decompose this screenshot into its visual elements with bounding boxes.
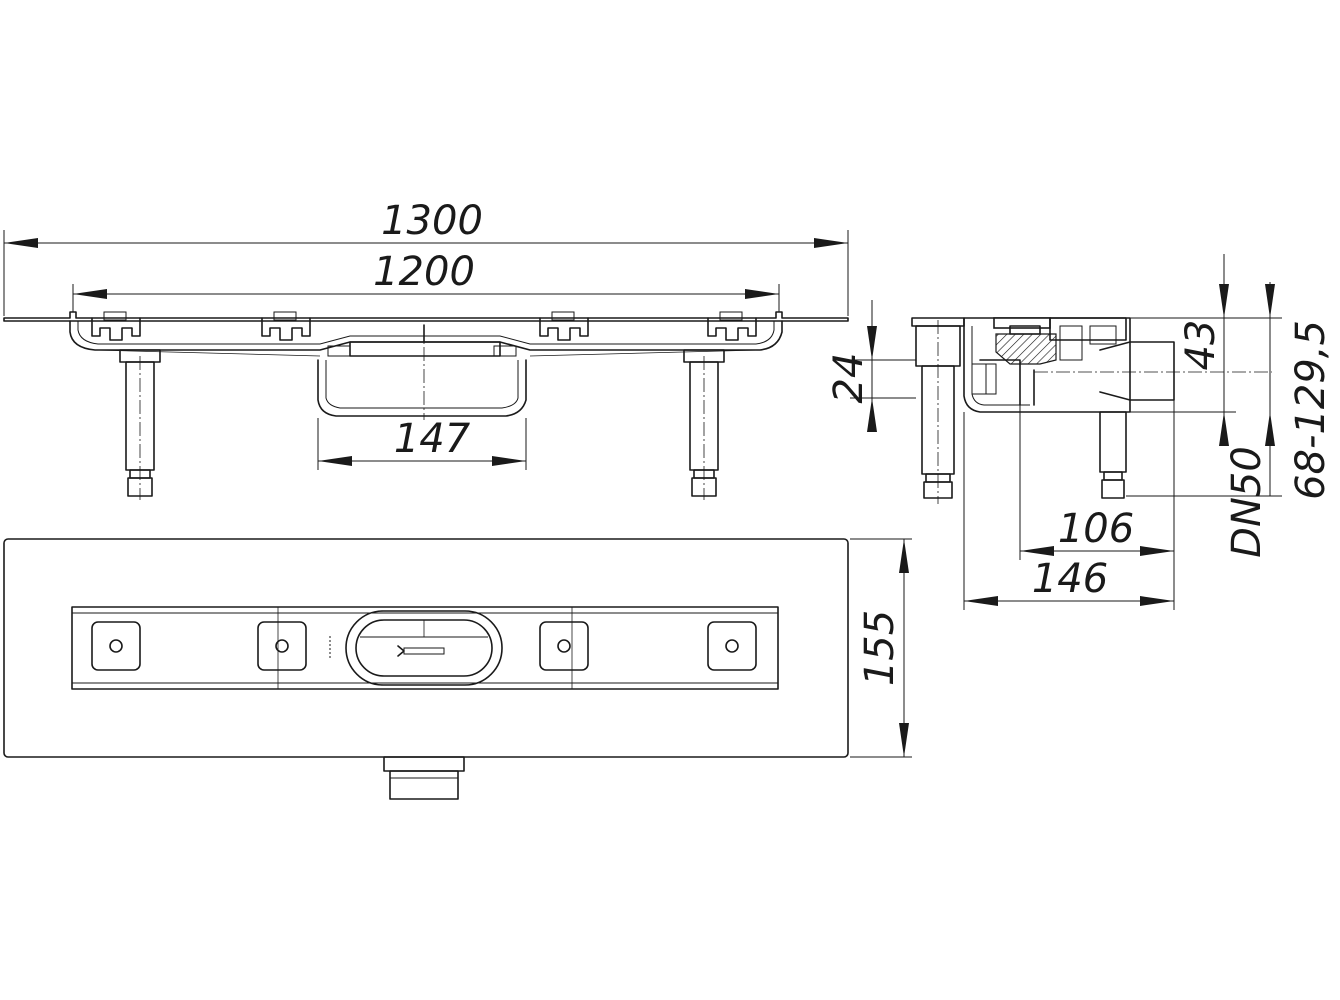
fixing-pad-3 xyxy=(539,621,589,671)
dimension-side-width: 146 xyxy=(963,412,1175,610)
dimension-adjust-range: 68-129,5 xyxy=(1126,282,1334,500)
oval-drain-opening xyxy=(329,610,503,686)
dim-label-147: 147 xyxy=(394,416,471,462)
dim-label-43: 43 xyxy=(1178,320,1224,371)
dimension-flange-height: 24 xyxy=(826,300,916,432)
dimension-plan-width: 155 xyxy=(850,538,912,758)
plan-view: 155 xyxy=(3,538,912,800)
leveling-foot-left xyxy=(119,349,161,500)
dimension-overall-length: 1300 xyxy=(3,198,849,316)
outlet-stub xyxy=(383,756,465,800)
dim-label-1200: 1200 xyxy=(373,249,475,295)
dimension-channel-length: 1200 xyxy=(72,249,780,312)
fixing-pad-4 xyxy=(707,621,757,671)
front-elevation-view: 1300 1200 147 xyxy=(3,198,849,500)
fixing-pad-2 xyxy=(257,621,307,671)
dim-label-155: 155 xyxy=(857,610,903,686)
bracket-group xyxy=(91,311,757,341)
dimension-outlet-offset: 106 xyxy=(1019,400,1175,560)
dim-label-24: 24 xyxy=(826,353,872,404)
central-sump xyxy=(317,324,527,420)
dim-label-106: 106 xyxy=(1058,506,1134,552)
dimension-cover-depth: 43 xyxy=(1130,254,1236,446)
side-section-view: 24 43 68-129,5 DN50 xyxy=(826,254,1334,610)
dim-label-dn50: DN50 xyxy=(1224,446,1270,558)
fixing-pad-1 xyxy=(91,621,141,671)
dim-label-146: 146 xyxy=(1032,556,1108,602)
leveling-foot-right xyxy=(683,349,725,500)
dim-label-68-129-5: 68-129,5 xyxy=(1288,320,1334,500)
dimension-sump-width: 147 xyxy=(317,416,527,470)
dim-label-1300: 1300 xyxy=(381,198,483,244)
